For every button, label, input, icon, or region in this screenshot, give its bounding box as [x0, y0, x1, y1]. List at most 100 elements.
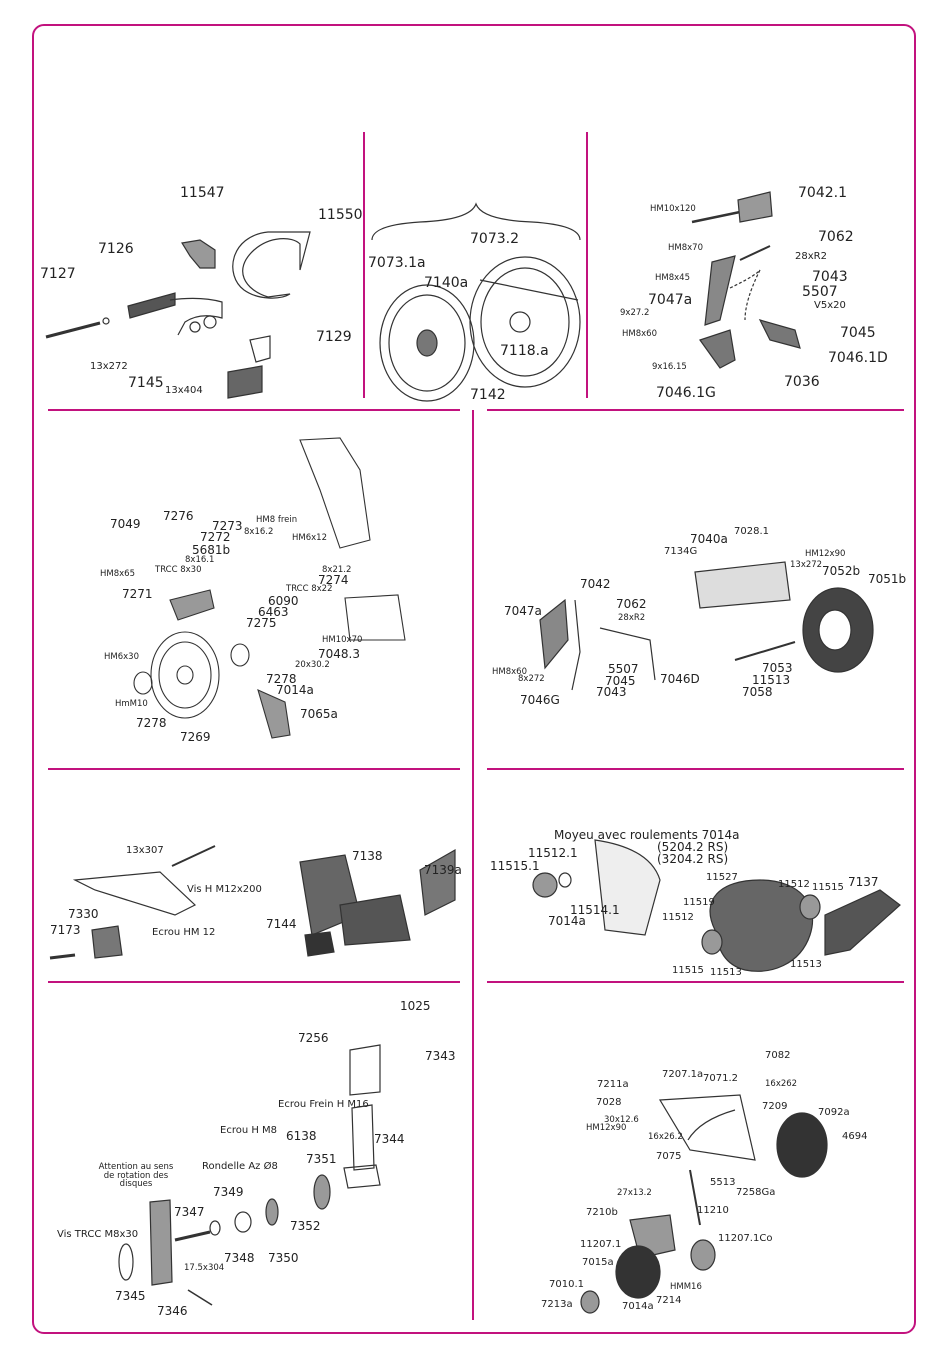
- panel-2-drawing: [371, 202, 581, 402]
- label-7053: 7053: [762, 661, 793, 675]
- label-7129: 7129: [316, 329, 352, 345]
- label-7046g: 7046G: [520, 693, 560, 707]
- label-7138: 7138: [352, 849, 383, 863]
- label-7346: 7346: [157, 1304, 188, 1318]
- label-7278-a: 7278: [266, 672, 297, 686]
- panel-6-drawing: [49, 845, 456, 960]
- label-28xr2: 28xR2: [795, 251, 827, 262]
- label-hmm10: HmM10: [115, 699, 148, 709]
- label-16x262: 16x262: [765, 1079, 798, 1089]
- label-28xr2-p5: 28xR2: [618, 613, 646, 623]
- label-11207-1co: 11207.1Co: [718, 1233, 773, 1244]
- label-hm12x90: HM12x90: [805, 549, 846, 559]
- label-7214: 7214: [656, 1295, 682, 1306]
- label-7045-p5: 7045: [605, 674, 636, 688]
- label-hm8x60: HM8x60: [622, 329, 657, 339]
- panel-7-drawing: [532, 839, 901, 972]
- label-11512-1: 11512.1: [528, 846, 578, 860]
- label-7014a-p9: 7014a: [622, 1301, 654, 1312]
- label-30x12-6: 30x12.6: [604, 1115, 639, 1125]
- label-7049: 7049: [110, 517, 141, 531]
- label-7010-1: 7010.1: [549, 1279, 584, 1290]
- label-7210b: 7210b: [586, 1207, 618, 1218]
- label-11513-p5: 11513: [752, 673, 791, 687]
- label-7137: 7137: [848, 875, 879, 889]
- panel-5-drawing: [539, 561, 874, 691]
- label-hm8x65: HM8x65: [100, 569, 135, 579]
- label-7351: 7351: [306, 1152, 337, 1166]
- label-11513-a: 11513: [710, 967, 742, 978]
- label-ecrou-hm12: Ecrou HM 12: [152, 927, 216, 938]
- label-11207-1: 11207.1: [580, 1239, 622, 1250]
- panel-8-drawing: [118, 1044, 381, 1306]
- label-7118a: 7118.a: [500, 343, 549, 359]
- label-ecrou-frein-hm16: Ecrou Frein H M16: [278, 1099, 369, 1110]
- label-7043-p5: 7043: [596, 685, 627, 699]
- label-11527: 11527: [706, 872, 738, 883]
- label-7142: 7142: [470, 387, 506, 403]
- label-5681b: 5681b: [192, 543, 231, 557]
- panel-9-drawing: [580, 1094, 828, 1314]
- label-7015a: 7015a: [582, 1257, 614, 1268]
- label-hm8-frein: HM8 frein: [256, 515, 298, 525]
- label-7275: 7275: [246, 616, 277, 630]
- label-7073-2: 7073.2: [470, 231, 519, 247]
- label-hm10x70: HM10x70: [322, 635, 363, 645]
- label-5507: 5507: [802, 284, 838, 300]
- label-4694: 4694: [842, 1131, 868, 1142]
- panel-7-title: Moyeu avec roulements 7014a: [554, 828, 740, 842]
- label-ecrou-hm8: Ecrou H M8: [220, 1125, 278, 1136]
- label-7343: 7343: [425, 1049, 456, 1063]
- label-hm10x120: HM10x120: [650, 204, 696, 214]
- label-7062-p5: 7062: [616, 597, 647, 611]
- label-7352: 7352: [290, 1219, 321, 1233]
- label-13x307: 13x307: [126, 845, 164, 856]
- label-vis-trcc-m8x30: Vis TRCC M8x30: [57, 1229, 139, 1240]
- label-7347: 7347: [174, 1205, 205, 1219]
- label-13x404: 13x404: [165, 385, 203, 396]
- label-11547: 11547: [180, 185, 225, 201]
- label-7014a: 7014a: [276, 683, 314, 697]
- label-11519: 11519: [683, 897, 715, 908]
- label-7043: 7043: [812, 269, 848, 285]
- label-9x27-2: 9x27.2: [620, 308, 650, 318]
- label-8x16-2: 8x16.2: [244, 527, 274, 537]
- label-17-5x304: 17.5x304: [184, 1263, 225, 1273]
- page-frame: [32, 24, 916, 1334]
- label-7028-1: 7028.1: [734, 526, 769, 537]
- label-7048-3: 7048.3: [318, 647, 360, 661]
- label-6463: 6463: [258, 605, 289, 619]
- label-7046-1g: 7046.1G: [656, 385, 716, 401]
- label-16x26-2: 16x26.2: [648, 1132, 683, 1142]
- panel-1-drawing: [45, 231, 311, 399]
- label-7071-2: 7071.2: [703, 1073, 738, 1084]
- label-7209: 7209: [762, 1101, 788, 1112]
- label-11512-a: 11512: [662, 912, 694, 923]
- label-6138: 6138: [286, 1129, 317, 1143]
- label-7349: 7349: [213, 1185, 244, 1199]
- label-7046d: 7046D: [660, 672, 700, 686]
- label-20x30-2: 20x30.2: [295, 660, 330, 670]
- label-vis-hm12x200: Vis H M12x200: [187, 884, 262, 895]
- label-13x272: 13x272: [90, 361, 128, 372]
- label-7046-1d: 7046.1D: [828, 350, 888, 366]
- label-7273: 7273: [212, 519, 243, 533]
- label-7028-p9: 7028: [596, 1097, 622, 1108]
- label-rondelle-az-8: Rondelle Az Ø8: [202, 1161, 278, 1172]
- label-hm6x12: HM6x12: [292, 533, 327, 543]
- label-11514-1: 11514.1: [570, 903, 620, 917]
- label-hmm16: HMM16: [670, 1282, 702, 1292]
- label-7065a: 7065a: [300, 707, 338, 721]
- label-11515-a: 11515: [672, 965, 704, 976]
- label-7073-1a: 7073.1a: [368, 255, 426, 271]
- panel-3-drawing: [691, 191, 801, 369]
- label-11515-1: 11515.1: [490, 859, 540, 873]
- label-7258ga: 7258Ga: [736, 1187, 776, 1198]
- label-hm12x90-p9: HM12x90: [586, 1123, 627, 1133]
- label-5507-p5: 5507: [608, 662, 639, 676]
- label-6090: 6090: [268, 594, 299, 608]
- label-7348: 7348: [224, 1251, 255, 1265]
- label-7211a: 7211a: [597, 1079, 629, 1090]
- label-7350: 7350: [268, 1251, 299, 1265]
- label-7051b: 7051b: [868, 572, 907, 586]
